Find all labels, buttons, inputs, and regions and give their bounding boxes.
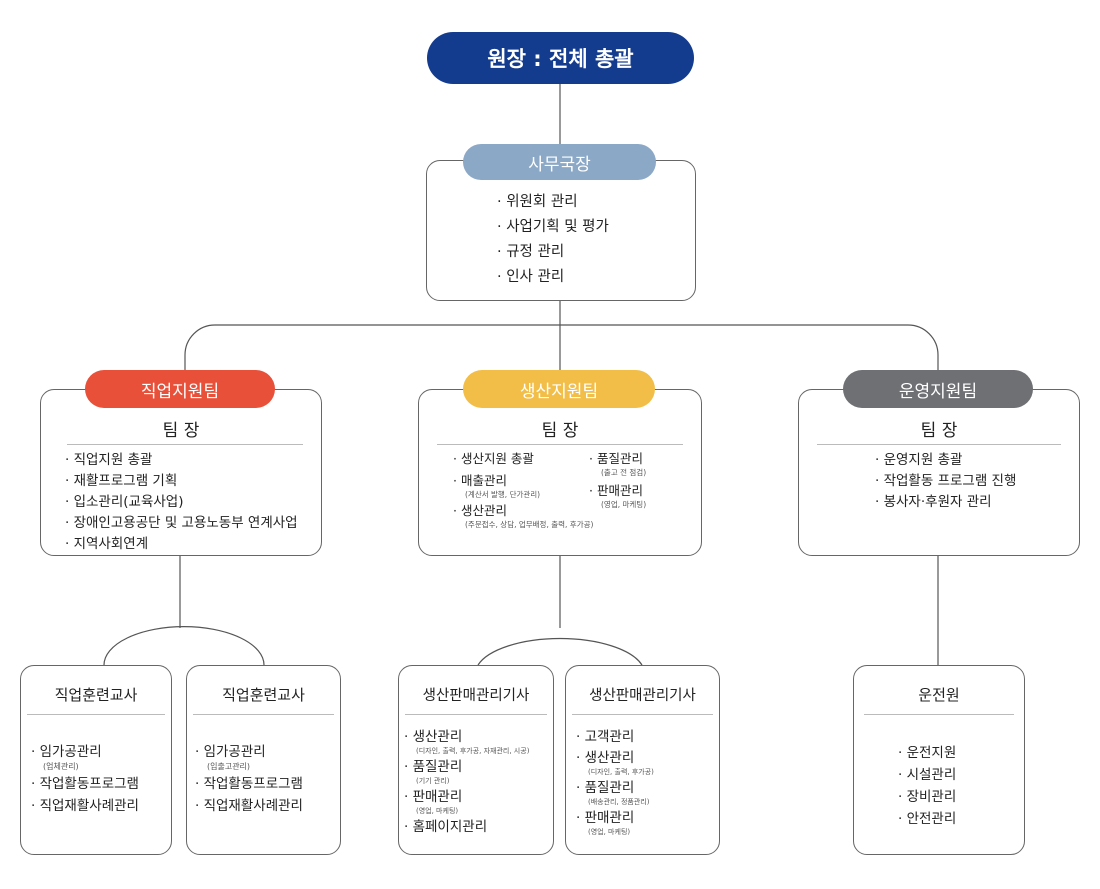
connector-team1-staff-arc xyxy=(103,626,265,666)
staff-title: 직업훈련교사 xyxy=(222,686,305,704)
team-box-job-support: 팀 장 직업지원 총괄 재활프로그램 기획 입소관리(교육사업) 장애인고용공단… xyxy=(40,389,322,556)
staff-duty-detail: (배송관리, 정품관리) xyxy=(588,798,650,806)
team-duty: 생산지원 총괄 xyxy=(453,450,593,468)
team-duty: 봉사자·후원자 관리 xyxy=(875,492,1016,513)
team-head-label: 팀 장 xyxy=(162,421,200,441)
staff-duty-detail: (디자인, 출력, 후가공, 자재관리, 시공) xyxy=(416,747,530,755)
director-pill: 원장 : 전체 총괄 xyxy=(427,32,694,84)
staff-duty-detail: (영업, 마케팅) xyxy=(416,807,459,815)
staff-duty: 운전지원 xyxy=(898,742,957,764)
team-duty-list: 운영지원 총괄 작업활동 프로그램 진행 봉사자·후원자 관리 xyxy=(875,450,1017,513)
team-pill-production-support: 생산지원팀 xyxy=(463,370,655,408)
staff-duty-detail: (업체관리) xyxy=(43,762,79,771)
team-box-production-support: 팀 장 생산지원 총괄 매출관리 (계산서 발행, 단가관리) 생산관리 (주문… xyxy=(418,389,702,556)
team-duty: 판매관리 xyxy=(589,482,646,500)
team-duty: 매출관리 xyxy=(453,472,593,490)
secretary-duty: 규정 관리 xyxy=(497,240,609,265)
team-duty: 재활프로그램 기획 xyxy=(65,471,298,492)
staff-duty-detail: (영업, 마케팅) xyxy=(588,828,631,836)
secretary-duty: 사업기획 및 평가 xyxy=(497,215,609,240)
team-duty-detail: (영업, 마케팅) xyxy=(601,500,647,509)
staff-box-production-sales-manager-1: 생산판매관리기사 생산관리 (디자인, 출력, 후가공, 자재관리, 시공) 품… xyxy=(398,665,554,855)
team-duty: 품질관리 xyxy=(589,450,646,468)
staff-duty: 판매관리 xyxy=(404,788,529,806)
team-duty-list: 직업지원 총괄 재활프로그램 기획 입소관리(교육사업) 장애인고용공단 및 고… xyxy=(65,450,298,555)
staff-duty: 임가공관리 xyxy=(195,742,303,762)
team-box-operations-support: 팀 장 운영지원 총괄 작업활동 프로그램 진행 봉사자·후원자 관리 xyxy=(798,389,1080,556)
staff-duty-list: 운전지원 시설관리 장비관리 안전관리 xyxy=(898,742,957,830)
divider xyxy=(817,444,1061,445)
secretary-pill: 사무국장 xyxy=(463,144,656,180)
staff-duty-detail: (입출고관리) xyxy=(207,762,251,771)
staff-duty: 작업활동프로그램 xyxy=(195,774,303,794)
staff-duty: 직업재활사례관리 xyxy=(31,796,139,816)
staff-duty: 홈페이지관리 xyxy=(404,818,529,836)
divider xyxy=(67,444,303,445)
connector-team2-staff-arc xyxy=(477,637,643,666)
team-pill-operations-support: 운영지원팀 xyxy=(843,370,1033,408)
team-duty: 지역사회연계 xyxy=(65,534,298,555)
staff-duty-list: 생산관리 (디자인, 출력, 후가공, 자재관리, 시공) 품질관리 (기기 관… xyxy=(404,728,530,836)
staff-duty: 직업재활사례관리 xyxy=(195,796,303,816)
staff-duty: 임가공관리 xyxy=(31,742,139,762)
staff-box-vocational-teacher-1: 직업훈련교사 임가공관리 (업체관리) 작업활동프로그램 직업재활사례관리 xyxy=(20,665,172,855)
staff-box-driver: 운전원 운전지원 시설관리 장비관리 안전관리 xyxy=(853,665,1025,855)
divider xyxy=(193,714,334,715)
staff-duty: 시설관리 xyxy=(898,764,957,786)
secretary-box: 위원회 관리 사업기획 및 평가 규정 관리 인사 관리 xyxy=(426,160,696,301)
team-duty: 입소관리(교육사업) xyxy=(65,492,298,513)
staff-duty-detail: (디자인, 출력, 후가공) xyxy=(588,768,654,776)
staff-title: 운전원 xyxy=(918,686,960,704)
divider xyxy=(572,714,713,715)
team-duty-detail: (주문접수, 상담, 업무배정, 출력, 후가공) xyxy=(465,520,594,529)
team-duty: 장애인고용공단 및 고용노동부 연계사업 xyxy=(65,513,298,534)
team-duty-list-left: 생산지원 총괄 매출관리 (계산서 발행, 단가관리) 생산관리 (주문접수, … xyxy=(453,450,593,532)
team-duty-detail: (출고 전 점검) xyxy=(601,468,647,477)
staff-box-production-sales-manager-2: 생산판매관리기사 고객관리 생산관리 (디자인, 출력, 후가공) 품질관리 (… xyxy=(565,665,720,855)
staff-duty: 품질관리 xyxy=(404,758,529,776)
team-duty: 직업지원 총괄 xyxy=(65,450,298,471)
team-duty-list-right: 품질관리 (출고 전 점검) 판매관리 (영업, 마케팅) xyxy=(589,450,646,512)
staff-duty-detail: (기기 관리) xyxy=(416,777,450,785)
secretary-duty-list: 위원회 관리 사업기획 및 평가 규정 관리 인사 관리 xyxy=(497,190,609,290)
connector-team-arc xyxy=(184,324,939,370)
staff-duty: 안전관리 xyxy=(898,808,957,830)
staff-duty: 품질관리 xyxy=(576,779,654,797)
team-head-label: 팀 장 xyxy=(541,421,579,441)
team-duty-detail: (계산서 발행, 단가관리) xyxy=(465,490,541,499)
staff-title: 생산판매관리기사 xyxy=(589,688,696,704)
secretary-duty: 인사 관리 xyxy=(497,265,609,290)
staff-title: 생산판매관리기사 xyxy=(422,688,530,704)
staff-duty: 판매관리 xyxy=(576,809,654,827)
divider xyxy=(864,714,1014,715)
divider xyxy=(405,714,547,715)
staff-duty-list: 임가공관리 (업체관리) 작업활동프로그램 직업재활사례관리 xyxy=(31,742,139,816)
team-pill-job-support: 직업지원팀 xyxy=(85,370,275,408)
secretary-duty: 위원회 관리 xyxy=(497,190,609,215)
team-duty: 생산관리 xyxy=(453,502,593,520)
staff-duty: 생산관리 xyxy=(576,749,654,767)
divider xyxy=(27,714,165,715)
team-duty: 운영지원 총괄 xyxy=(875,450,1016,471)
team-head-label: 팀 장 xyxy=(920,421,958,441)
staff-box-vocational-teacher-2: 직업훈련교사 임가공관리 (입출고관리) 작업활동프로그램 직업재활사례관리 xyxy=(186,665,341,855)
divider xyxy=(437,444,683,445)
staff-duty: 고객관리 xyxy=(576,728,654,746)
team-duty: 작업활동 프로그램 진행 xyxy=(875,471,1017,492)
staff-duty: 장비관리 xyxy=(898,786,957,808)
staff-duty: 생산관리 xyxy=(404,728,529,746)
staff-title: 직업훈련교사 xyxy=(54,686,138,704)
staff-duty-list: 임가공관리 (입출고관리) 작업활동프로그램 직업재활사례관리 xyxy=(195,742,303,816)
staff-duty: 작업활동프로그램 xyxy=(31,774,139,794)
staff-duty-list: 고객관리 생산관리 (디자인, 출력, 후가공) 품질관리 (배송관리, 정품관… xyxy=(576,728,654,839)
